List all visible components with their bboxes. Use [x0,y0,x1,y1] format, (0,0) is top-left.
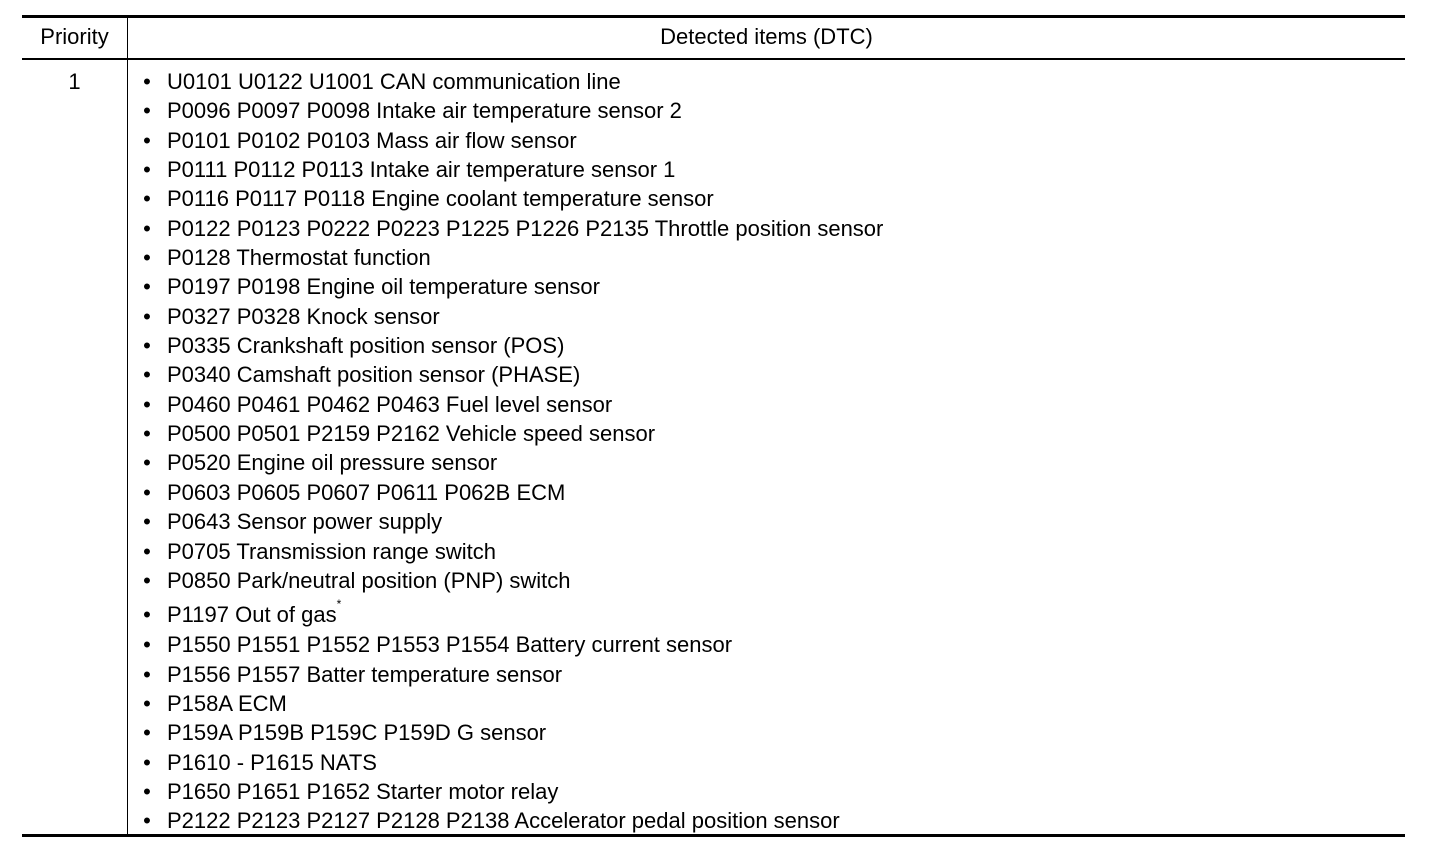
dtc-item-text: P0460 P0461 P0462 P0463 Fuel level senso… [167,391,613,417]
list-item: • P1550 P1551 P1552 P1553 P1554 Battery c… [140,630,883,659]
dtc-item-text: P0643 Sensor power supply [167,509,443,535]
bullet-icon: • [143,421,151,447]
list-item: • P0111 P0112 P0113 Intake air temperatur… [140,155,883,184]
dtc-item-text: P0335 Crankshaft position sensor (POS) [167,333,565,359]
priority-cell: 1 [68,69,81,94]
list-item: • P0705 Transmission range switch [140,537,883,566]
detected-items-list: • U0101 U0122 U1001 CAN communication lin… [140,67,883,836]
dtc-item-text: P0340 Camshaft position sensor (PHASE) [167,362,581,388]
bullet-icon: • [143,602,151,628]
list-item: • P0122 P0123 P0222 P0223 P1225 P1226 P21… [140,214,883,243]
list-item: • P0340 Camshaft position sensor (PHASE) [140,360,883,389]
bullet-icon: • [143,749,151,775]
bullet-icon: • [143,245,151,271]
bullet-icon: • [143,186,151,212]
dtc-item-text: P0116 P0117 P0118 Engine coolant tempera… [167,186,714,212]
list-item: • P0197 P0198 Engine oil temperature sens… [140,272,883,301]
list-item: • P0116 P0117 P0118 Engine coolant temper… [140,184,883,213]
bullet-icon: • [143,661,151,687]
bullet-icon: • [143,98,151,124]
dtc-item-text: P0122 P0123 P0222 P0223 P1225 P1226 P213… [167,215,884,241]
bullet-icon: • [143,274,151,300]
footnote-marker: * [336,597,342,612]
bullet-icon: • [143,157,151,183]
column-divider [127,18,128,834]
dtc-item-text: P0520 Engine oil pressure sensor [167,450,498,476]
list-item: • P1610 - P1615 NATS [140,748,883,777]
list-item: • P0335 Crankshaft position sensor (POS) [140,331,883,360]
list-item: • P2122 P2123 P2127 P2128 P2138 Accelerat… [140,806,883,835]
list-item: • P0500 P0501 P2159 P2162 Vehicle speed s… [140,419,883,448]
bullet-icon: • [143,303,151,329]
bullet-icon: • [143,808,151,834]
bullet-icon: • [143,538,151,564]
bullet-icon: • [143,778,151,804]
header-priority: Priority [40,24,109,49]
list-item: • P0603 P0605 P0607 P0611 P062B ECM [140,478,883,507]
bullet-icon: • [143,479,151,505]
bullet-icon: • [143,690,151,716]
dtc-item-text: P2122 P2123 P2127 P2128 P2138 Accelerato… [167,808,840,834]
list-item: • P0850 Park/neutral position (PNP) switc… [140,566,883,595]
dtc-item-text: P1610 - P1615 NATS [167,749,377,775]
dtc-item-text: P159A P159B P159C P159D G sensor [167,720,547,746]
list-item: • P0128 Thermostat function [140,243,883,272]
list-item: • P1197 Out of gas* [140,595,883,630]
bullet-icon: • [143,450,151,476]
dtc-item-text: P0111 P0112 P0113 Intake air temperature… [167,157,676,183]
bullet-icon: • [143,362,151,388]
list-item: • P0520 Engine oil pressure sensor [140,448,883,477]
dtc-item-text: P1556 P1557 Batter temperature sensor [167,661,563,687]
dtc-item-text: P0101 P0102 P0103 Mass air flow sensor [167,127,577,153]
dtc-item-text: P1650 P1651 P1652 Starter motor relay [167,778,559,804]
dtc-item-text: U0101 U0122 U1001 CAN communication line [167,69,621,94]
list-item: • P159A P159B P159C P159D G sensor [140,718,883,747]
list-item: • U0101 U0122 U1001 CAN communication lin… [140,67,883,96]
list-item: • P1650 P1651 P1652 Starter motor relay [140,777,883,806]
dtc-item-text: P158A ECM [167,690,287,716]
bullet-icon: • [143,632,151,658]
bullet-icon: • [143,69,151,94]
list-item: • P0643 Sensor power supply [140,507,883,536]
bullet-icon: • [143,509,151,535]
dtc-item-text: P1550 P1551 P1552 P1553 P1554 Battery cu… [167,632,733,658]
dtc-item-text: P0096 P0097 P0098 Intake air temperature… [167,98,682,124]
dtc-item-text: P0327 P0328 Knock sensor [167,303,440,329]
bullet-icon: • [143,720,151,746]
dtc-item-text: P1197 Out of gas [167,602,337,628]
bullet-icon: • [143,127,151,153]
list-item: • P0101 P0102 P0103 Mass air flow sensor [140,126,883,155]
header-detected-items: Detected items (DTC) [660,24,873,49]
bullet-icon: • [143,333,151,359]
dtc-item-text: P0705 Transmission range switch [167,538,496,564]
dtc-priority-table: Priority Detected items (DTC) 1 • U0101 U… [22,15,1405,837]
list-item: • P0327 P0328 Knock sensor [140,302,883,331]
bullet-icon: • [143,391,151,417]
dtc-item-text: P0500 P0501 P2159 P2162 Vehicle speed se… [167,421,656,447]
bullet-icon: • [143,215,151,241]
dtc-item-text: P0197 P0198 Engine oil temperature senso… [167,274,600,300]
list-item: • P1556 P1557 Batter temperature sensor [140,660,883,689]
list-item: • P158A ECM [140,689,883,718]
list-item: • P0460 P0461 P0462 P0463 Fuel level sens… [140,390,883,419]
dtc-item-text: P0850 Park/neutral position (PNP) switch [167,567,571,593]
bullet-icon: • [143,567,151,593]
dtc-item-text: P0128 Thermostat function [167,245,431,271]
list-item: • P0096 P0097 P0098 Intake air temperatur… [140,96,883,125]
dtc-item-text: P0603 P0605 P0607 P0611 P062B ECM [167,479,566,505]
table-header-row: Priority Detected items (DTC) [22,18,1405,60]
